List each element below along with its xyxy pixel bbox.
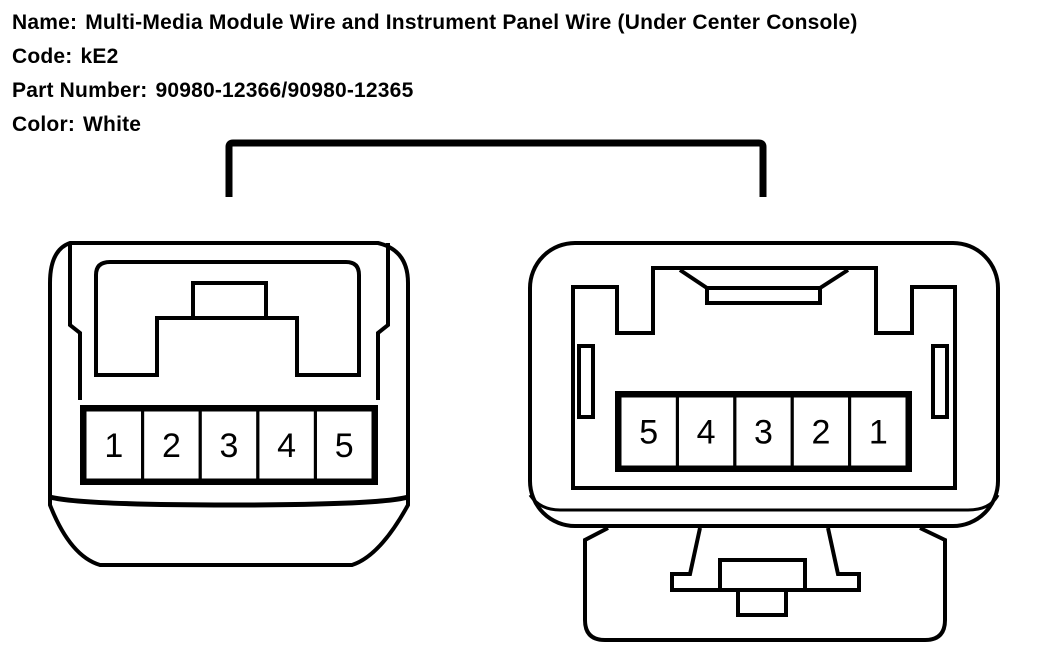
left-pin-number: 1 (104, 427, 123, 465)
right-latch-tab (736, 588, 788, 617)
left-pin-number: 3 (220, 427, 239, 465)
right-pin-number: 1 (869, 414, 888, 452)
right-right-slot (931, 344, 949, 419)
left-pin-number: 5 (335, 427, 354, 465)
color-value: White (83, 113, 142, 136)
name-value: Multi-Media Module Wire and Instrument P… (85, 11, 858, 34)
part-number-value: 90980-12366/90980-12365 (155, 79, 414, 102)
left-pin-number: 4 (277, 427, 296, 465)
left-lock-tab (191, 281, 268, 320)
left-connector-body (48, 241, 410, 567)
left-left-flange (68, 243, 82, 400)
left-lock-frame (94, 260, 361, 377)
right-connector (528, 241, 1000, 642)
part-number-line: Part Number: 90980-12366/90980-12365 (12, 80, 413, 101)
color-label: Color: (12, 113, 76, 136)
right-pin-number: 3 (754, 414, 773, 452)
right-pin-number: 2 (811, 414, 830, 452)
color-line: Color: White (12, 114, 141, 135)
right-pin-number: 5 (639, 414, 658, 452)
right-connector-ridge (528, 494, 1000, 512)
left-terminal-frame (80, 405, 378, 485)
left-connector-ridge (49, 494, 409, 508)
right-connector-body (528, 241, 1000, 528)
right-lock-housing (583, 526, 947, 642)
right-lock-slot (678, 268, 850, 290)
connector-code-line: Code: kE2 (12, 46, 118, 67)
part-number-label: Part Number: (12, 79, 148, 102)
right-inner-frame (571, 266, 957, 490)
right-left-slot (577, 344, 595, 419)
left-pin-cell (313, 408, 375, 482)
left-pin-number: 2 (162, 427, 181, 465)
right-pin-cell (848, 394, 909, 469)
mating-bracket (225, 139, 767, 197)
code-label: Code: (12, 45, 73, 68)
name-label: Name: (12, 11, 78, 34)
code-value: kE2 (80, 45, 119, 68)
left-right-flange (376, 243, 390, 400)
connector-name-line: Name: Multi-Media Module Wire and Instrum… (12, 12, 858, 33)
right-terminal-frame (615, 391, 912, 472)
right-latch-box (718, 558, 807, 592)
right-lock-tab (705, 286, 822, 305)
right-pin-number: 4 (697, 414, 716, 452)
left-connector (48, 241, 410, 567)
